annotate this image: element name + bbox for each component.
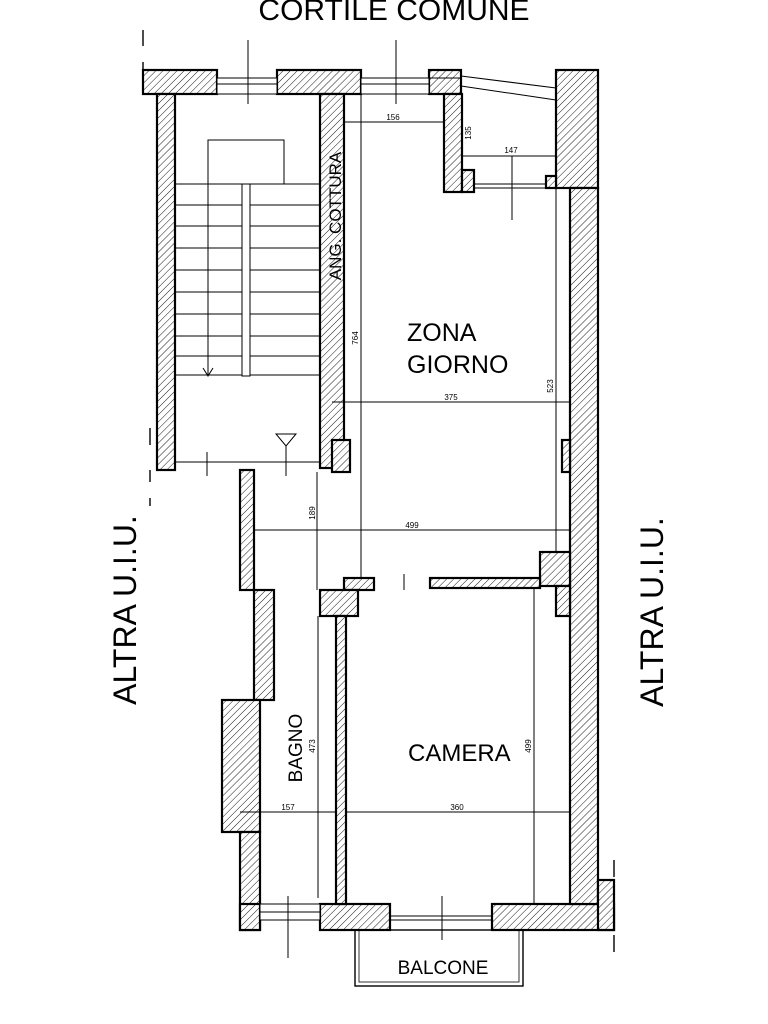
living-area-label-line1: ZONA [407,319,477,347]
left-neighbor-label: ALTRA U.I.U. [107,515,143,705]
right-neighbor-label: ALTRA U.I.U. [634,517,670,707]
bathroom-label: BAGNO [286,714,307,783]
dim-499-horizontal: 499 [405,521,419,530]
outer-tick-marks [142,30,615,952]
dim-375: 375 [444,393,458,402]
living-area-label-line2: GIORNO [407,351,508,379]
dim-157: 157 [281,803,295,812]
balcony [354,929,524,987]
kitchenette-label: ANG. COTTURA [326,151,345,280]
top-windows [216,75,557,189]
courtyard-label: CORTILE COMUNE [258,0,529,27]
balcony-label: BALCONE [398,958,489,979]
bottom-windows [259,903,492,921]
dim-523: 523 [546,379,555,393]
dim-147: 147 [504,146,518,155]
dim-135: 135 [464,126,473,140]
dim-499-vertical: 499 [524,739,533,753]
dim-473: 473 [308,739,317,753]
dim-156: 156 [386,113,400,122]
staircase [175,40,397,476]
bedroom-label: CAMERA [408,740,511,767]
dim-764: 764 [351,331,360,345]
dimension-lines [240,94,570,958]
dim-360: 360 [450,803,464,812]
walls [141,68,616,932]
dim-189: 189 [308,506,317,520]
